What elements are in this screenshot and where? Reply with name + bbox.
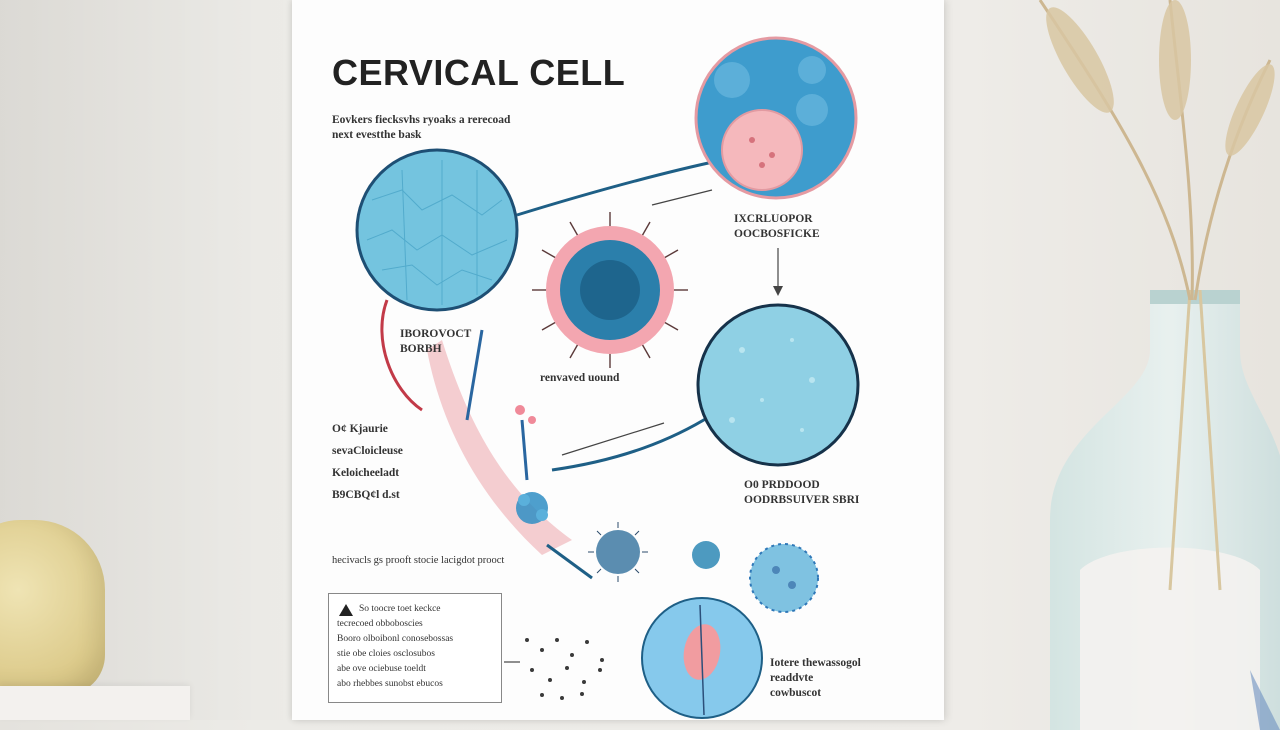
warning-icon [339,604,353,616]
connector-line-1 [516,158,723,217]
warning-box: So toocre toet keckce tecrecoed obbobosc… [328,593,502,703]
intro-text: Eovkers fiecksvhs ryoaks a rerecoad next… [332,114,511,141]
pointer-line-2 [561,422,665,456]
small-cell-2 [692,541,720,569]
poster-title: CERVICAL CELL [332,52,626,93]
connector-line-2 [551,413,713,472]
label-center: renvaved uound [540,372,620,384]
label-left-low: O¢ Kjaurie sevaCloicleuse Keloicheeladt … [332,423,403,501]
label-left-mid: IBOROVOCT BORBH [400,328,472,355]
spiky-cell [532,212,688,368]
yellow-pillow [0,520,105,695]
glass-vase [1050,290,1280,730]
tissue-strip [427,340,572,555]
label-bottom-right: Iotere thewassogol readdvte cowbuscot [770,657,861,699]
cell-diagram [355,36,860,719]
pointer-line-1 [651,189,713,206]
warning-text: So toocre toet keckce tecrecoed obbobosc… [337,604,454,689]
label-top-right: IXCRLUOPOR OOCBOSFICKE [734,213,820,240]
speckled-cell [696,303,860,467]
connector-line-red [380,299,423,412]
label-right-mid: O0 PRDDOOD OODRBSUIVER SBRI [744,479,860,506]
epithelial-cell-textured [355,148,519,312]
label-bottom-line: hecivacls gs prooft stocie lacigdot proo… [332,555,505,566]
dried-grass [1038,0,1275,301]
dot-cluster [525,638,604,700]
arrow-head [773,286,783,296]
poster: CERVICAL CELL Eovkers fiecksvhs ryoaks a… [292,0,944,720]
small-cell-1 [596,530,640,574]
shelf [0,686,190,720]
small-cell-3 [749,543,819,613]
pink-nucleus [721,109,803,191]
